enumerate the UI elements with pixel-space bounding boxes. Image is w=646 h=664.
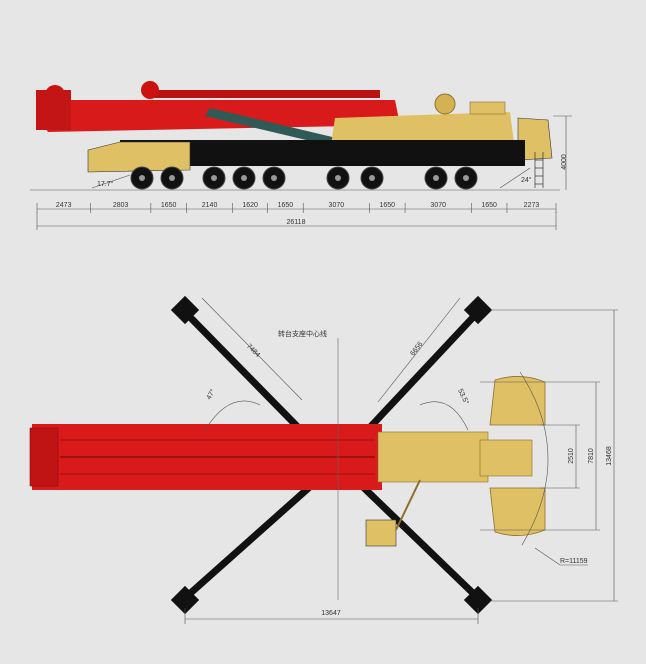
winch-drum xyxy=(434,93,456,115)
outrigger-span-outer-label: 13468 xyxy=(606,446,613,466)
segment-length-label: 1650 xyxy=(379,202,395,209)
segment-length-label: 1650 xyxy=(481,202,497,209)
boom-head-top xyxy=(29,427,59,487)
segment-length-label: 2803 xyxy=(113,202,129,209)
segment-length-label: 2140 xyxy=(202,202,218,209)
front-outrigger-length: 6656 xyxy=(409,341,424,358)
access-ladder xyxy=(534,152,544,188)
rear-outrigger-length: 7484 xyxy=(245,343,261,359)
boom-lattice-top xyxy=(150,90,380,98)
overall-length-label: 26118 xyxy=(287,219,306,226)
segment-length-label: 2273 xyxy=(524,202,540,209)
counterweight-rail xyxy=(469,101,506,115)
top-view: 转台支座中心线 7484 6656 47° 53.5° 2510 7810 13… xyxy=(29,295,618,624)
counterweight-lower xyxy=(489,487,546,536)
tail-radius-label: R=11159 xyxy=(560,558,588,565)
outrigger-pad xyxy=(463,295,493,325)
departure-angle-label: 24° xyxy=(521,176,532,184)
outrigger-pad xyxy=(463,585,493,615)
operator-cab-top xyxy=(365,519,397,547)
side-view: 17.7° 24° 4000 2473 2803 1650 2140 1620 1650 3… xyxy=(30,81,572,230)
outrigger-span-inner-label: 7810 xyxy=(588,448,595,464)
segment-length-label: 1650 xyxy=(161,202,177,209)
boom-head xyxy=(36,90,71,130)
segment-length-label: 1620 xyxy=(242,202,258,209)
counterweight-upper xyxy=(489,376,546,426)
outrigger-pad xyxy=(170,585,200,615)
rear-angle-label: 47° xyxy=(205,388,217,401)
segment-length-label: 2473 xyxy=(56,202,72,209)
front-angle-label: 53.5° xyxy=(456,387,470,405)
superstructure-top xyxy=(377,431,489,483)
carrier-top-front xyxy=(479,439,533,477)
rear-sheave xyxy=(141,81,159,99)
approach-angle-label: 17.7° xyxy=(97,180,114,188)
centerline-label: 转台支座中心线 xyxy=(278,329,327,338)
outrigger-longitudinal-label: 13647 xyxy=(321,610,341,617)
driver-cab xyxy=(87,141,191,173)
segment-length-label: 3070 xyxy=(430,202,446,209)
segment-length-label: 3070 xyxy=(329,202,345,209)
wheels xyxy=(130,166,478,190)
counterweight-width-label: 2510 xyxy=(568,448,575,464)
segment-length-label: 1650 xyxy=(278,202,294,209)
luffing-cylinder xyxy=(205,108,345,148)
height-label: 4000 xyxy=(561,154,568,170)
